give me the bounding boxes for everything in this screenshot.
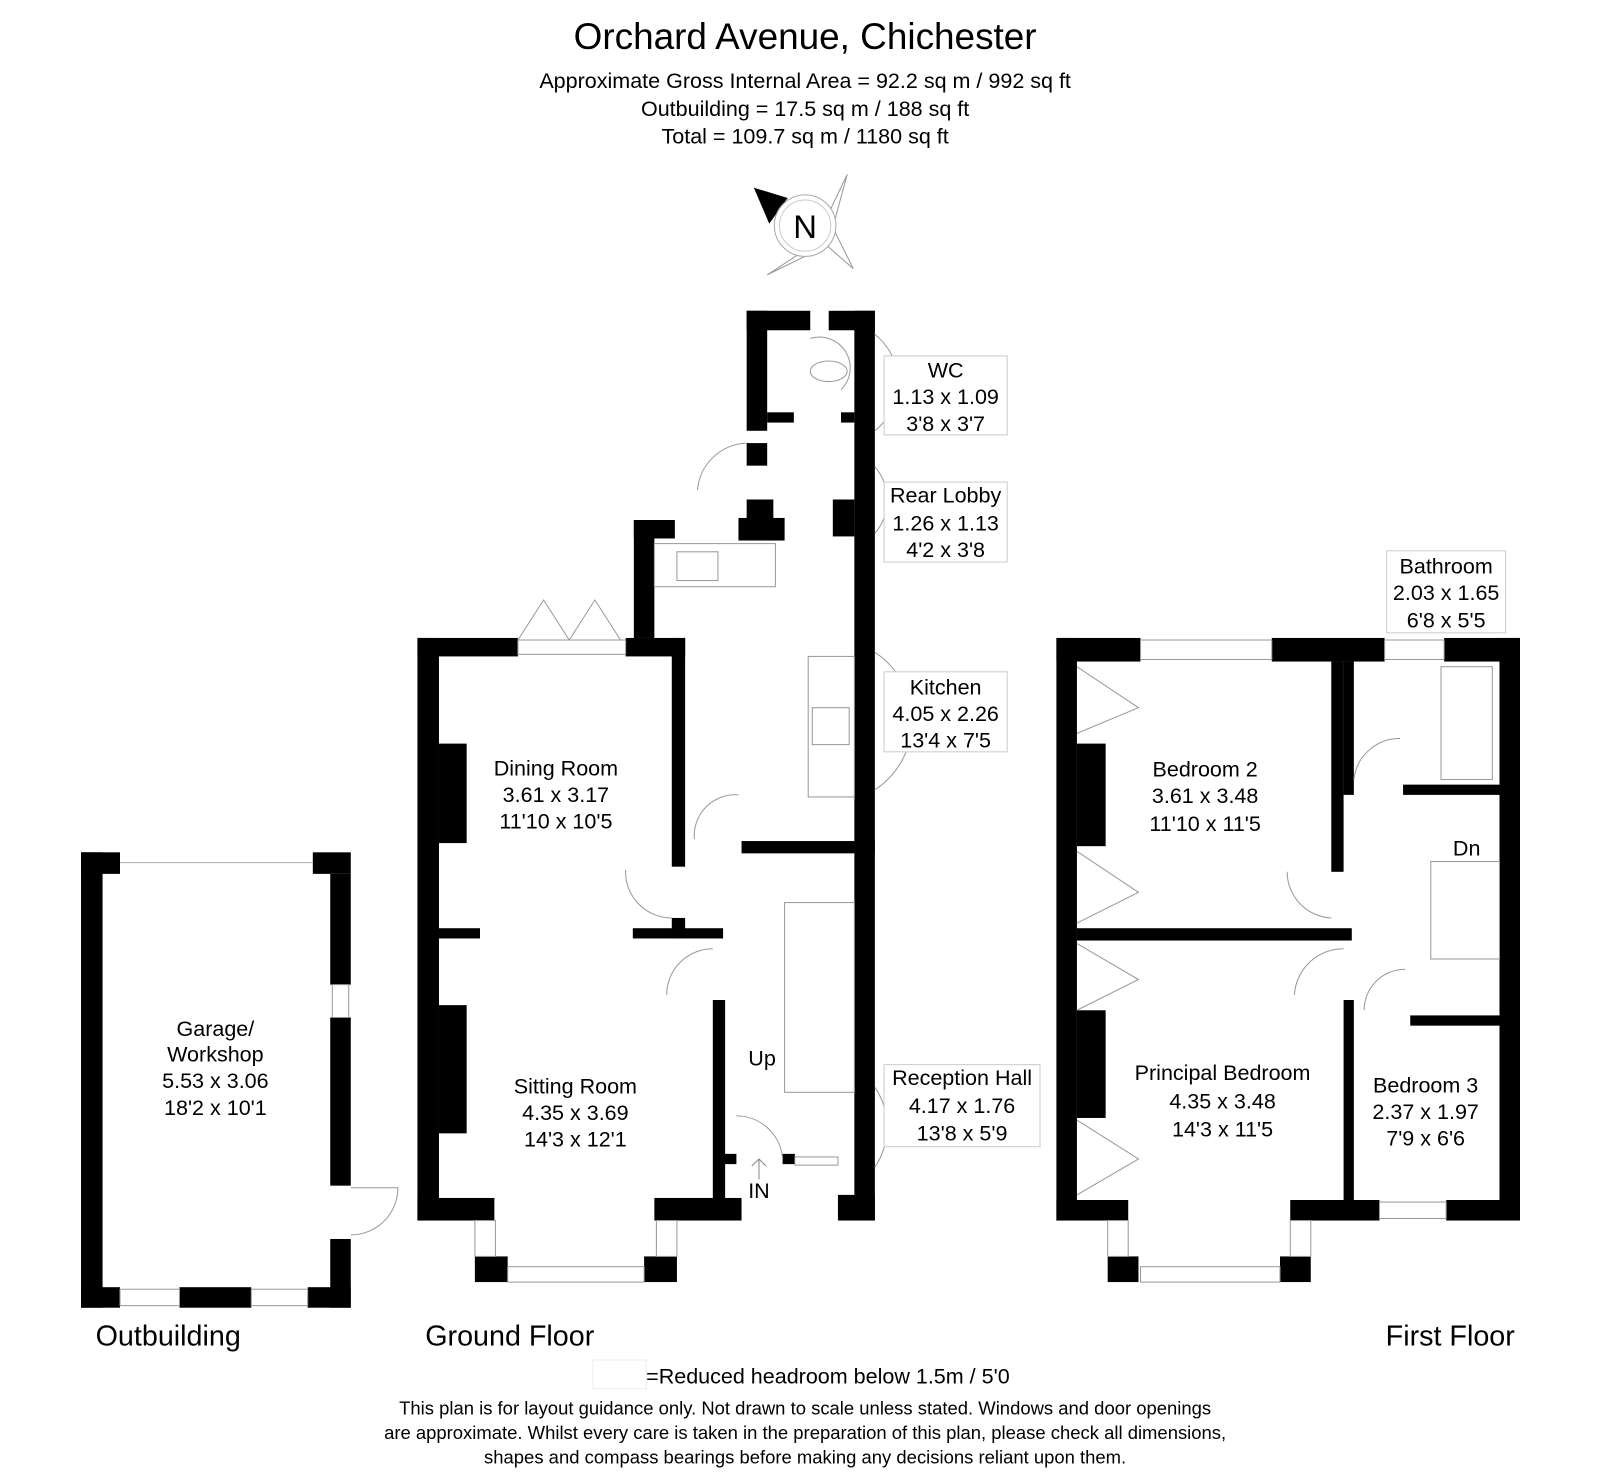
svg-text:Bedroom 2: Bedroom 2 <box>1153 757 1258 781</box>
svg-text:14'3 x 12'1: 14'3 x 12'1 <box>524 1128 627 1152</box>
stairs-up-label: Up <box>748 1047 776 1071</box>
svg-text:3.61 x 3.48: 3.61 x 3.48 <box>1152 784 1258 808</box>
first-floor-walls <box>1056 637 1520 1283</box>
svg-text:2.37 x 1.97: 2.37 x 1.97 <box>1372 1100 1478 1124</box>
svg-text:11'10 x 10'5: 11'10 x 10'5 <box>499 810 612 834</box>
svg-text:Sitting Room: Sitting Room <box>514 1074 637 1098</box>
reduced-headroom-swatch <box>592 1359 647 1390</box>
svg-text:Bathroom: Bathroom <box>1400 554 1493 578</box>
stairs-down-label: Dn <box>1453 836 1481 860</box>
floor-label-first: First Floor <box>1386 1321 1516 1353</box>
svg-text:13'8 x 5'9: 13'8 x 5'9 <box>917 1122 1008 1146</box>
svg-text:Kitchen: Kitchen <box>910 675 982 699</box>
svg-text:Principal Bedroom: Principal Bedroom <box>1135 1061 1311 1085</box>
svg-text:6'8 x 5'5: 6'8 x 5'5 <box>1407 609 1486 633</box>
entrance-label: IN <box>748 1179 770 1203</box>
outbuilding-area: Outbuilding = 17.5 sq m / 188 sq ft <box>641 97 969 121</box>
room-garage: Garage/ Workshop 5.53 x 3.06 18'2 x 10'1 <box>162 1017 268 1120</box>
svg-text:1.26 x 1.13: 1.26 x 1.13 <box>892 511 998 535</box>
compass-icon: N <box>753 174 854 276</box>
room-reception-hall: Reception Hall 4.17 x 1.76 13'8 x 5'9 <box>883 1064 1041 1148</box>
svg-text:4.35 x 3.48: 4.35 x 3.48 <box>1169 1090 1275 1114</box>
svg-text:2.03 x 1.65: 2.03 x 1.65 <box>1393 581 1499 605</box>
room-bedroom-3: Bedroom 3 2.37 x 1.97 7'9 x 6'6 <box>1372 1073 1478 1150</box>
room-sitting: Sitting Room 4.35 x 3.69 14'3 x 12'1 <box>514 1074 637 1151</box>
svg-text:18'2 x 10'1: 18'2 x 10'1 <box>164 1096 267 1120</box>
svg-text:4'2 x 3'8: 4'2 x 3'8 <box>906 538 985 562</box>
floor-label-outbuilding: Outbuilding <box>96 1321 241 1353</box>
svg-text:11'10 x 11'5: 11'10 x 11'5 <box>1149 812 1261 836</box>
total-area: Total = 109.7 sq m / 1180 sq ft <box>662 125 949 149</box>
svg-text:3.61 x 3.17: 3.61 x 3.17 <box>503 783 609 807</box>
svg-text:Rear Lobby: Rear Lobby <box>890 484 1001 508</box>
ground-floor-walls <box>417 310 913 1283</box>
svg-text:4.35 x 3.69: 4.35 x 3.69 <box>522 1101 628 1125</box>
svg-text:Garage/: Garage/ <box>177 1017 255 1041</box>
compass-label: N <box>793 208 817 245</box>
room-principal-bedroom: Principal Bedroom 4.35 x 3.48 14'3 x 11'… <box>1135 1061 1311 1141</box>
room-kitchen: Kitchen 4.05 x 2.26 13'4 x 7'5 <box>883 671 1008 753</box>
room-rear-lobby: Rear Lobby 1.26 x 1.13 4'2 x 3'8 <box>883 481 1008 563</box>
svg-text:5.53 x 3.06: 5.53 x 3.06 <box>162 1069 268 1093</box>
svg-text:4.17 x 1.76: 4.17 x 1.76 <box>909 1094 1015 1118</box>
svg-text:3'8 x 3'7: 3'8 x 3'7 <box>906 412 985 436</box>
disclaimer-line-2: are approximate. Whilst every care is ta… <box>384 1422 1226 1443</box>
gross-area: Approximate Gross Internal Area = 92.2 s… <box>539 69 1071 93</box>
reduced-headroom-legend: =Reduced headroom below 1.5m / 5'0 <box>646 1365 1010 1389</box>
entrance-arrow-icon <box>751 1158 767 1180</box>
disclaimer-line-3: shapes and compass bearings before makin… <box>484 1447 1126 1468</box>
svg-text:13'4 x 7'5: 13'4 x 7'5 <box>900 729 991 753</box>
svg-text:Dining Room: Dining Room <box>494 756 618 780</box>
svg-text:1.13 x 1.09: 1.13 x 1.09 <box>892 385 998 409</box>
svg-text:14'3 x 11'5: 14'3 x 11'5 <box>1172 1117 1273 1141</box>
room-dining: Dining Room 3.61 x 3.17 11'10 x 10'5 <box>494 756 618 833</box>
disclaimer-line-1: This plan is for layout guidance only. N… <box>399 1397 1211 1418</box>
svg-text:Reception Hall: Reception Hall <box>892 1066 1032 1090</box>
svg-text:Bedroom 3: Bedroom 3 <box>1373 1073 1478 1097</box>
svg-text:7'9 x 6'6: 7'9 x 6'6 <box>1386 1127 1465 1151</box>
svg-text:WC: WC <box>928 358 964 382</box>
room-bathroom: Bathroom 2.03 x 1.65 6'8 x 5'5 <box>1386 550 1507 634</box>
room-wc: WC 1.13 x 1.09 3'8 x 3'7 <box>883 355 1008 436</box>
page-title: Orchard Avenue, Chichester <box>574 16 1037 57</box>
floor-label-ground: Ground Floor <box>425 1321 595 1353</box>
outbuilding-walls <box>81 852 399 1308</box>
svg-text:4.05 x 2.26: 4.05 x 2.26 <box>892 702 998 726</box>
room-bedroom-2: Bedroom 2 3.61 x 3.48 11'10 x 11'5 <box>1149 757 1261 835</box>
svg-text:Workshop: Workshop <box>167 1043 263 1067</box>
